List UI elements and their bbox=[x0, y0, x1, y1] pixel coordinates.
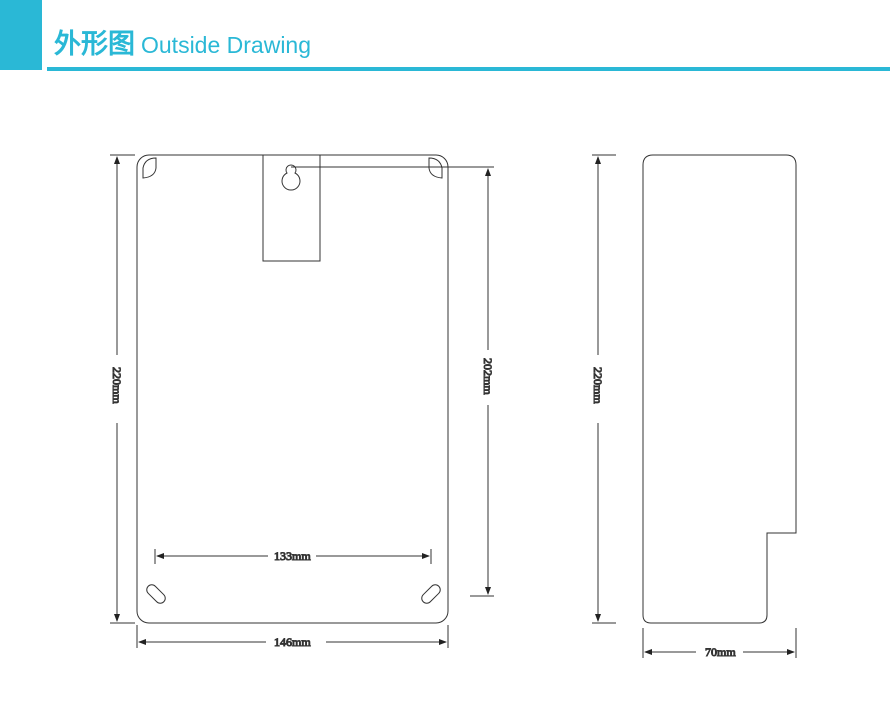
header-accent-block bbox=[0, 0, 42, 70]
dim-side-height bbox=[592, 154, 616, 624]
mounting-bracket bbox=[262, 154, 321, 262]
label-hole-spacing: 133mm bbox=[274, 549, 311, 563]
dim-mount-height bbox=[291, 166, 494, 597]
label-side-height: 220mm bbox=[591, 367, 605, 404]
dim-front-height bbox=[110, 154, 135, 624]
title-english: Outside Drawing bbox=[141, 32, 312, 58]
corner-slot-top-left bbox=[142, 157, 157, 179]
mount-slot-bottom-right bbox=[421, 584, 441, 604]
dim-front-width bbox=[136, 625, 449, 648]
title-chinese: 外形图 bbox=[54, 29, 135, 60]
label-front-width: 146mm bbox=[274, 635, 311, 649]
side-view-outline bbox=[642, 154, 797, 624]
header-underline bbox=[47, 67, 890, 71]
dim-hole-spacing bbox=[154, 549, 432, 564]
corner-slot-top-right bbox=[428, 157, 443, 179]
front-view bbox=[136, 154, 449, 624]
keyhole-icon bbox=[281, 164, 301, 191]
label-side-depth: 70mm bbox=[705, 645, 736, 659]
label-mount-height: 202mm bbox=[481, 358, 495, 395]
mount-slot-bottom-left bbox=[146, 584, 166, 604]
dim-side-depth bbox=[642, 628, 797, 658]
label-front-height: 220mm bbox=[110, 367, 124, 404]
